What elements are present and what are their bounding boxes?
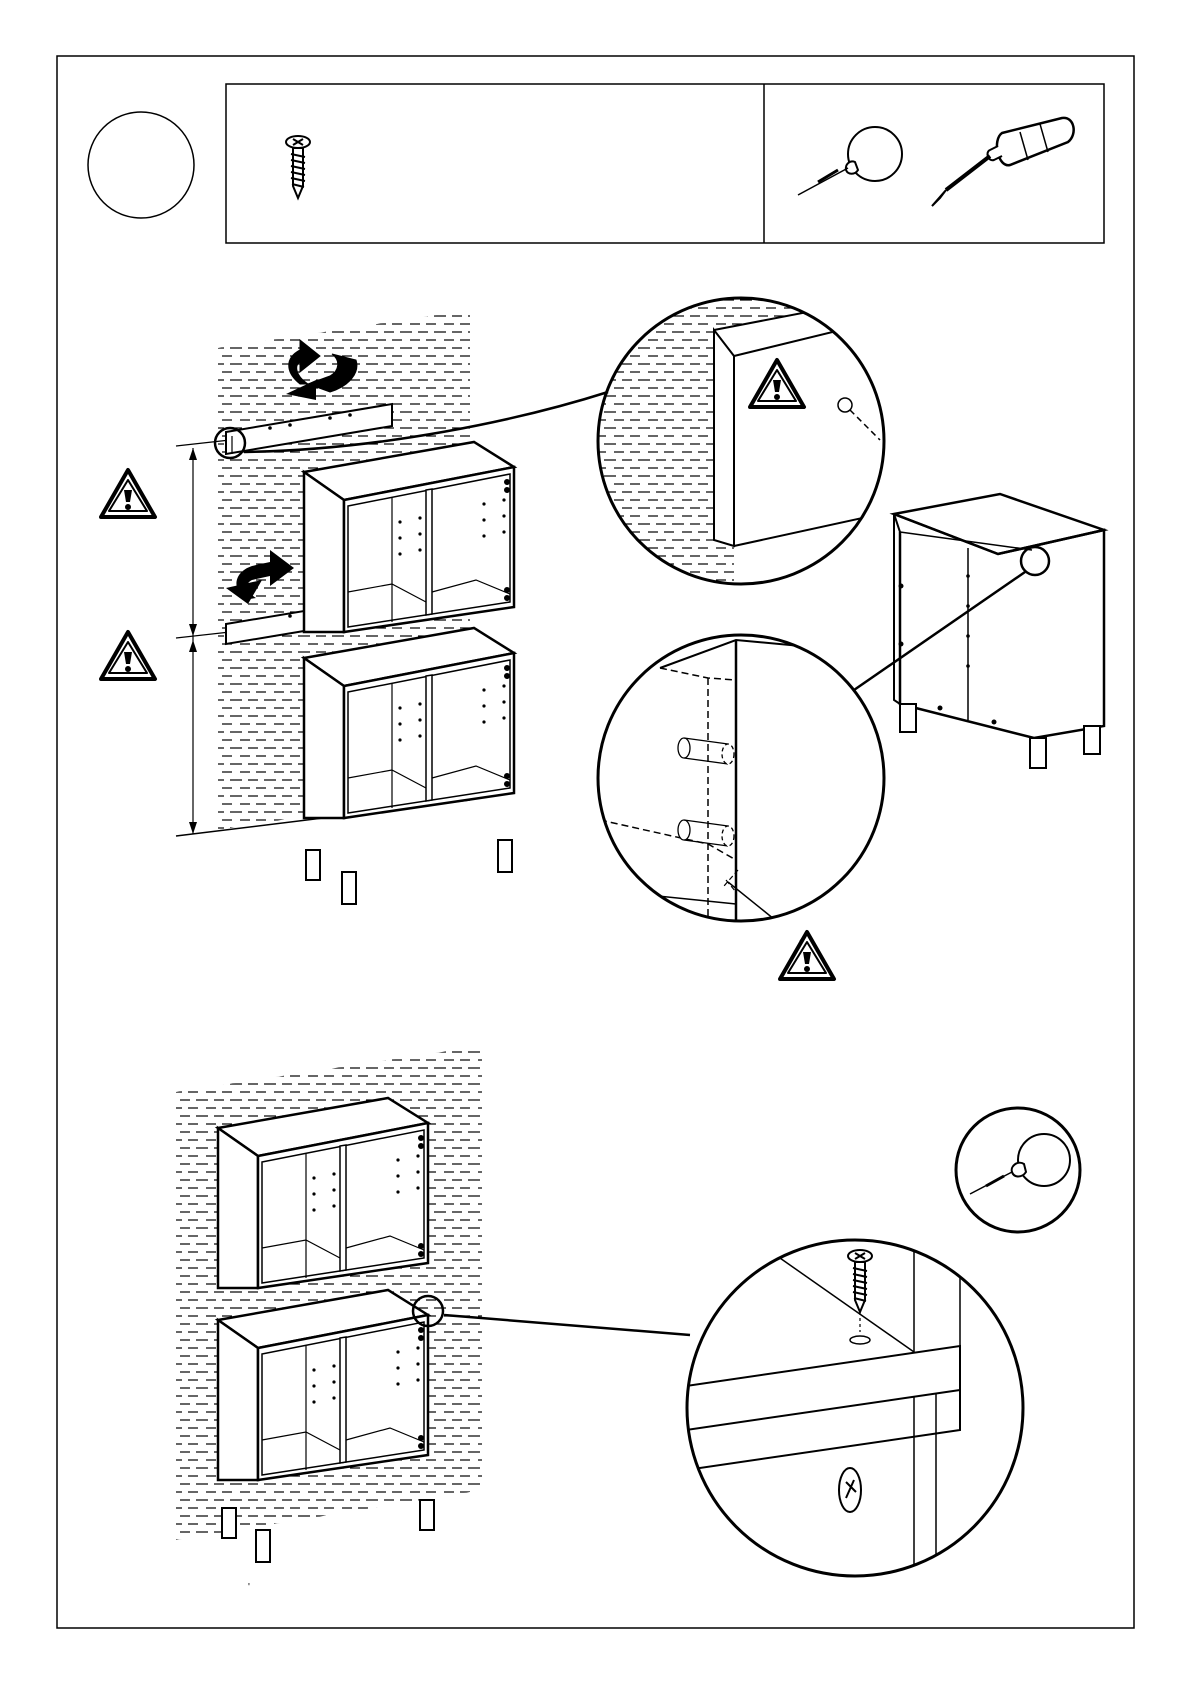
step-number-badge: [88, 112, 194, 218]
detail-connector-lower: [854, 572, 1025, 690]
cam-fitting: [839, 1196, 861, 1240]
rail-corner-detail: [596, 296, 890, 586]
parts-tools-header: [226, 84, 1104, 243]
page-mark: ': [248, 1582, 250, 1593]
pilot-hole: [850, 1336, 870, 1344]
detail-marker-lower: [1021, 547, 1049, 575]
mounted-cabinet-overview: [176, 1046, 482, 1562]
wall-mount-overview: [101, 310, 514, 904]
tall-cabinet: [304, 442, 514, 904]
cam-fitting: [839, 1468, 861, 1512]
awl-detail: [956, 1108, 1080, 1232]
screw-fixing-detail: [686, 1180, 1026, 1600]
warning-icon: [101, 632, 155, 679]
warning-icon: [780, 932, 834, 979]
lower-cabinet-reference: [894, 494, 1104, 768]
warning-icon: [101, 470, 155, 517]
dowel-joint-detail: [596, 634, 886, 979]
